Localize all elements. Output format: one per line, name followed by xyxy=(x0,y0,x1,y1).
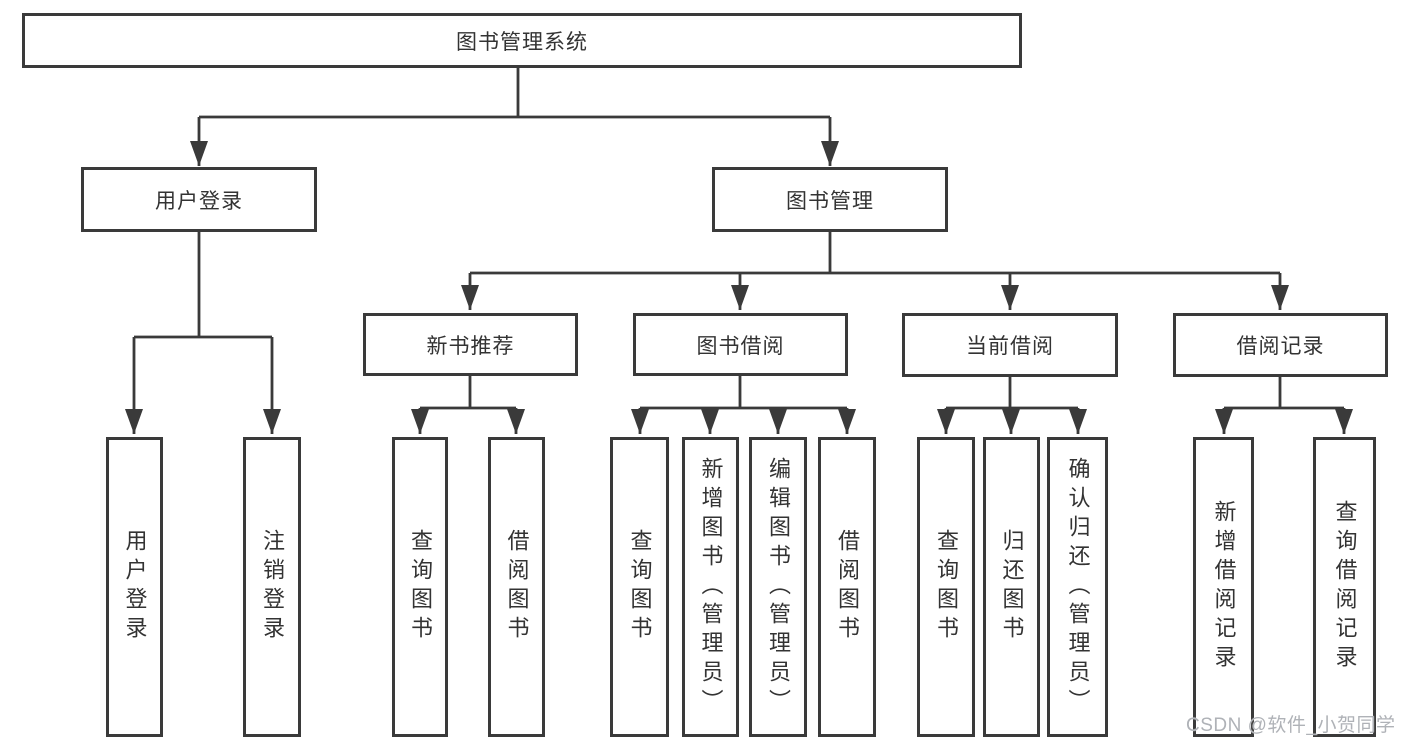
leaf-borrow-edit-book-admin: 编辑图书（管理员） xyxy=(749,437,807,737)
node-new-book-recommend: 新书推荐 xyxy=(363,313,578,376)
leaf-recommend-borrow-book: 借阅图书 xyxy=(488,437,545,737)
node-current-borrow: 当前借阅 xyxy=(902,313,1118,377)
node-borrow-records: 借阅记录 xyxy=(1173,313,1388,377)
leaf-user-login: 用户登录 xyxy=(106,437,163,737)
leaf-borrow-query-book: 查询图书 xyxy=(610,437,669,737)
node-book-borrow: 图书借阅 xyxy=(633,313,848,376)
leaf-label: 确认归还（管理员） xyxy=(1065,456,1091,718)
leaf-borrow-add-book-admin: 新增图书（管理员） xyxy=(682,437,739,737)
node-book-management: 图书管理 xyxy=(712,167,948,232)
leaf-label: 编辑图书（管理员） xyxy=(766,456,791,718)
leaf-label: 用户登录 xyxy=(122,529,148,645)
leaf-label: 新增图书（管理员） xyxy=(698,456,724,718)
leaf-current-confirm-return-admin: 确认归还（管理员） xyxy=(1047,437,1108,737)
leaf-label: 查询图书 xyxy=(408,529,433,645)
leaf-label: 借阅图书 xyxy=(504,529,530,645)
leaf-borrow-borrow-book: 借阅图书 xyxy=(818,437,876,737)
csdn-watermark: CSDN @软件_小贺同学 xyxy=(1186,715,1396,736)
leaf-current-return-book: 归还图书 xyxy=(983,437,1040,737)
leaf-records-add-record: 新增借阅记录 xyxy=(1193,437,1254,737)
leaf-label: 新增借阅记录 xyxy=(1211,500,1237,674)
leaf-label: 查询图书 xyxy=(627,529,653,645)
leaf-label: 查询借阅记录 xyxy=(1332,500,1358,674)
leaf-user-logout: 注销登录 xyxy=(243,437,301,737)
leaf-label: 借阅图书 xyxy=(835,529,860,645)
leaf-label: 注销登录 xyxy=(260,529,285,645)
leaf-label: 查询图书 xyxy=(934,529,959,645)
node-root-system: 图书管理系统 xyxy=(22,13,1022,68)
leaf-current-query-book: 查询图书 xyxy=(917,437,975,737)
leaf-recommend-query-book: 查询图书 xyxy=(392,437,448,737)
leaf-records-query-record: 查询借阅记录 xyxy=(1313,437,1376,737)
node-user-login: 用户登录 xyxy=(81,167,317,232)
leaf-label: 归还图书 xyxy=(999,529,1025,645)
